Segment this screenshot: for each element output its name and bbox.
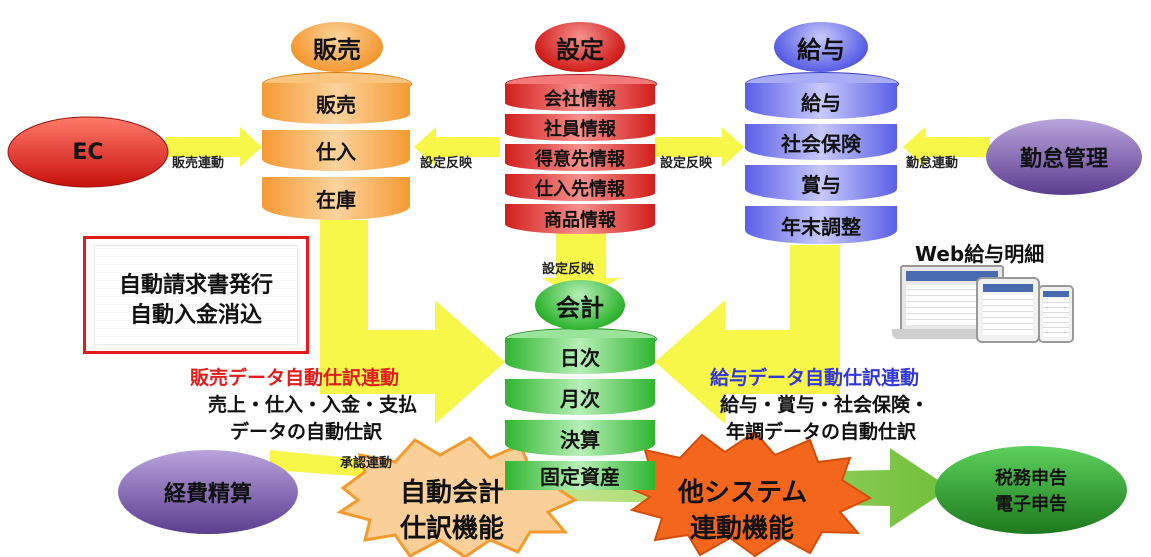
web-payslip-title: Web給与明細 — [915, 242, 1045, 266]
payroll-to-accounting-arrow — [655, 245, 840, 424]
arrow-settings-sales — [414, 127, 500, 167]
payroll-item-0: 給与 — [745, 83, 897, 119]
payroll-item-2: 賞与 — [745, 165, 897, 201]
settings-item-4: 商品情報 — [505, 204, 655, 234]
settings-item-3: 仕入先情報 — [505, 174, 655, 201]
payroll-header: 給与 — [774, 22, 868, 72]
arrow-ec-sales — [165, 127, 262, 167]
sales-journal-title: 販売データ自動仕訳連動 — [190, 367, 400, 389]
payroll-journal-line2: 年調データの自動仕訳 — [726, 421, 917, 443]
arrow-attendance-payroll — [903, 127, 990, 167]
payroll-journal-line1: 給与・賞与・社会保険・ — [720, 394, 930, 416]
accounting-item-1: 月次 — [505, 379, 655, 415]
reflect-left-label: 設定反映 — [420, 156, 473, 171]
accounting-item-2: 決算 — [505, 420, 655, 456]
payroll-journal-title: 給与データ自動仕訳連動 — [710, 367, 920, 389]
settings-item-2: 得意先情報 — [505, 144, 655, 171]
approval-link-label: 承認連動 — [340, 456, 393, 471]
tablet-icon — [976, 277, 1040, 343]
sales-cylinder: 販売 仕入 在庫 — [262, 72, 412, 220]
monitor-stand-icon — [892, 329, 1012, 339]
sales-journal-line1: 売上・仕入・入金・支払 — [208, 394, 418, 416]
arrow-settings-payroll — [655, 127, 744, 167]
tax-oval — [935, 446, 1127, 534]
attendance-link-label: 勤怠連動 — [906, 156, 959, 171]
accounting-item-0: 日次 — [505, 338, 655, 374]
settings-item-0: 会社情報 — [505, 84, 655, 111]
reflect-down-label: 設定反映 — [542, 262, 595, 277]
accounting-header: 会計 — [535, 280, 625, 330]
reflect-right-label: 設定反映 — [660, 156, 713, 171]
tax-label-line1: 税務申告 — [995, 468, 1067, 489]
other-system-line1: 他システム — [678, 478, 808, 508]
sales-to-accounting-arrow — [320, 220, 505, 424]
sales-journal-line2: データの自動仕訳 — [230, 421, 383, 443]
settings-cylinder: 会社情報 社員情報 得意先情報 仕入先情報 商品情報 — [505, 74, 657, 234]
other-system-burst — [622, 430, 873, 557]
ec-oval — [7, 116, 169, 188]
other-system-line2: 連動機能 — [690, 514, 795, 544]
expense-label: 経費精算 — [163, 482, 252, 507]
sales-item-1: 仕入 — [262, 130, 410, 171]
payroll-cylinder: 給与 社会保険 賞与 年末調整 — [745, 72, 899, 244]
accounting-cylinder: 日次 月次 決算 固定資産 — [505, 328, 657, 490]
settings-item-1: 社員情報 — [505, 114, 655, 141]
web-payslip-image — [892, 265, 1074, 343]
billing-line1: 自動請求書発行 — [118, 273, 273, 298]
billing-box: 自動請求書発行 自動入金消込 — [83, 236, 309, 354]
payroll-item-1: 社会保険 — [745, 124, 897, 160]
auto-journal-line2: 仕訳機能 — [400, 514, 505, 544]
payroll-item-3: 年末調整 — [745, 206, 897, 244]
phone-icon — [1038, 285, 1074, 343]
tax-label: 税務申告 電子申告 — [935, 446, 1127, 534]
settings-header: 設定 — [535, 22, 625, 72]
billing-box-sketch — [94, 245, 298, 345]
expense-oval — [118, 450, 298, 534]
accounting-item-3: 固定資産 — [505, 461, 655, 490]
billing-line2: 自動入金消込 — [129, 303, 262, 328]
sales-item-0: 販売 — [262, 83, 410, 126]
tax-label-line2: 電子申告 — [995, 494, 1067, 515]
attendance-oval — [986, 119, 1142, 195]
auto-journal-line1: 自動会計 — [400, 478, 505, 508]
attendance-label: 勤怠管理 — [1019, 147, 1108, 172]
ec-label: EC — [72, 139, 104, 165]
sales-header: 販売 — [291, 22, 383, 72]
sales-link-label: 販売連動 — [172, 156, 225, 171]
sales-item-2: 在庫 — [262, 177, 410, 220]
